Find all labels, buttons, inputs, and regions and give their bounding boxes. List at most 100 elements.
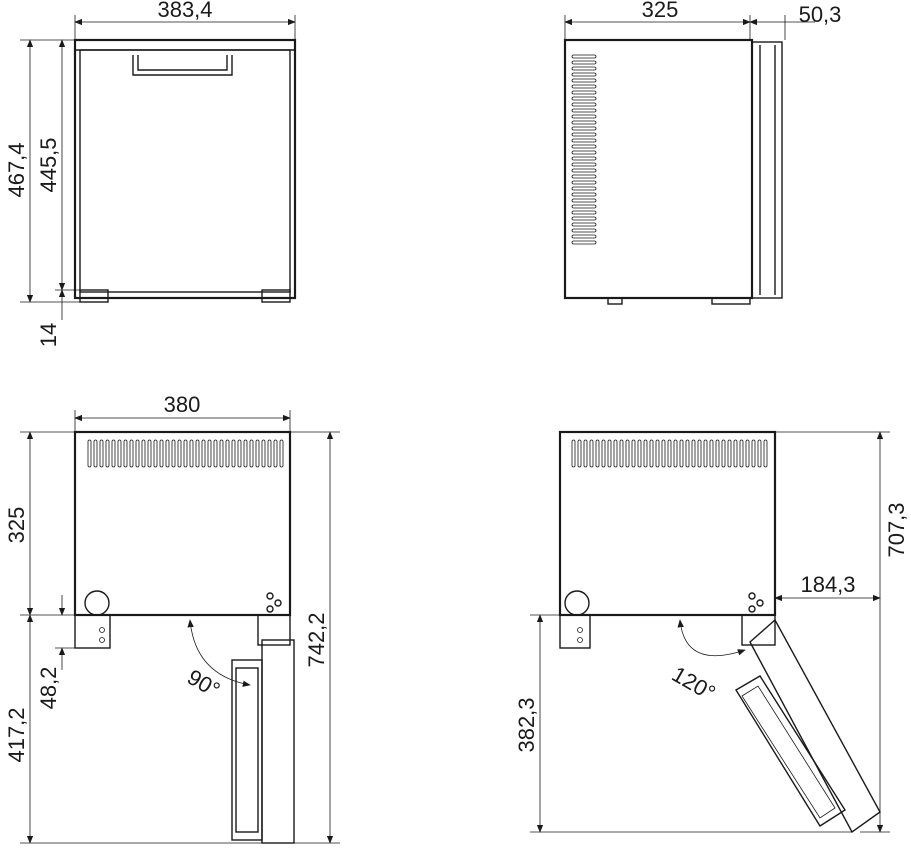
vent-slot: [207, 439, 212, 468]
vent-slot: [685, 439, 690, 468]
vent-slot: [607, 439, 612, 468]
vent-slot: [571, 54, 597, 59]
vent-slot: [571, 72, 597, 77]
front-body-height-label: 445,5: [36, 137, 61, 192]
vent-slot: [577, 439, 582, 468]
vent-slot: [679, 439, 684, 468]
vent-slot: [571, 96, 597, 101]
vent-slot: [619, 439, 624, 468]
vent-slot: [99, 439, 104, 468]
vent-slot: [87, 439, 92, 468]
vent-slot: [571, 162, 597, 167]
vent-slot: [691, 439, 696, 468]
vent-slot: [571, 234, 597, 239]
vent-slot: [195, 439, 200, 468]
vent-slot: [273, 439, 278, 468]
vent-slot: [721, 439, 726, 468]
vent-slot: [571, 114, 597, 119]
vent-slot: [261, 439, 266, 468]
vent-slot: [571, 156, 597, 161]
vent-slot: [571, 144, 597, 149]
vent-slot: [219, 439, 224, 468]
vent-slot: [571, 126, 597, 131]
vent-slot: [243, 439, 248, 468]
total-depth-90-label: 742,2: [304, 612, 329, 667]
vent-slot: [739, 439, 744, 468]
vent-slot: [715, 439, 720, 468]
vent-slot: [571, 216, 597, 221]
vent-slot: [589, 439, 594, 468]
vent-slot: [595, 439, 600, 468]
vent-slot: [255, 439, 260, 468]
vent-slot: [631, 439, 636, 468]
vent-slot: [189, 439, 194, 468]
vent-slot: [141, 439, 146, 468]
vent-slots: [571, 439, 768, 468]
angle-90-label: 90°: [183, 664, 224, 702]
vent-slot: [625, 439, 630, 468]
vent-slot: [703, 439, 708, 468]
vent-slot: [697, 439, 702, 468]
vent-slot: [571, 192, 597, 197]
top-view-90: 90° 380 325 417,2 48,2 742,2: [4, 392, 340, 844]
vent-slot: [225, 439, 230, 468]
vent-slot: [763, 439, 768, 468]
vent-slot: [571, 60, 597, 65]
vent-slot: [117, 439, 122, 468]
vent-slot: [153, 439, 158, 468]
front-view: 383,4 467,4 445,5 14: [4, 0, 297, 347]
total-depth-120-label: 707,3: [884, 502, 909, 557]
vent-slot: [667, 439, 672, 468]
vent-slot: [147, 439, 152, 468]
vent-slot: [655, 439, 660, 468]
vent-slot: [177, 439, 182, 468]
vent-slot: [279, 439, 284, 468]
door-depth-label: 50,3: [799, 2, 842, 27]
vent-slot: [135, 439, 140, 468]
vent-slot: [571, 174, 597, 179]
vent-slot: [757, 439, 762, 468]
vent-slot: [129, 439, 134, 468]
vent-slots: [87, 439, 284, 468]
vent-slot: [571, 168, 597, 173]
vent-slot: [159, 439, 164, 468]
vent-slot: [571, 90, 597, 95]
vent-slot: [571, 84, 597, 89]
vent-slot: [571, 210, 597, 215]
vent-slot: [751, 439, 756, 468]
vent-slot: [709, 439, 714, 468]
vent-slot: [727, 439, 732, 468]
feet-height-label: 14: [36, 323, 61, 347]
vent-slot: [171, 439, 176, 468]
vent-slot: [571, 132, 597, 137]
vent-slot: [571, 204, 597, 209]
vent-slot: [267, 439, 272, 468]
side-depth-label: 325: [642, 0, 679, 22]
vent-slot: [649, 439, 654, 468]
vent-slot: [571, 228, 597, 233]
vent-slot: [733, 439, 738, 468]
angle-120-label: 120°: [668, 661, 720, 705]
vent-slot: [601, 439, 606, 468]
vent-slot: [583, 439, 588, 468]
vent-slot: [661, 439, 666, 468]
vent-slot: [571, 78, 597, 83]
vent-slot: [571, 120, 597, 125]
vent-slot: [201, 439, 206, 468]
offset-label: 48,2: [36, 667, 61, 710]
vent-slot: [673, 439, 678, 468]
vent-slot: [231, 439, 236, 468]
side-vent-grille: [571, 54, 597, 245]
door-swing-90-label: 417,2: [4, 707, 29, 762]
top-view-120: 120° 707,3 184,3 382,3: [514, 430, 909, 834]
vent-slot: [571, 180, 597, 185]
vent-slot: [571, 66, 597, 71]
door-swing-120-label: 382,3: [514, 697, 539, 752]
vent-slot: [213, 439, 218, 468]
side-view: 325 50,3: [563, 0, 842, 305]
vent-slot: [571, 240, 597, 245]
vent-slot: [105, 439, 110, 468]
vent-slot: [183, 439, 188, 468]
vent-slot: [613, 439, 618, 468]
